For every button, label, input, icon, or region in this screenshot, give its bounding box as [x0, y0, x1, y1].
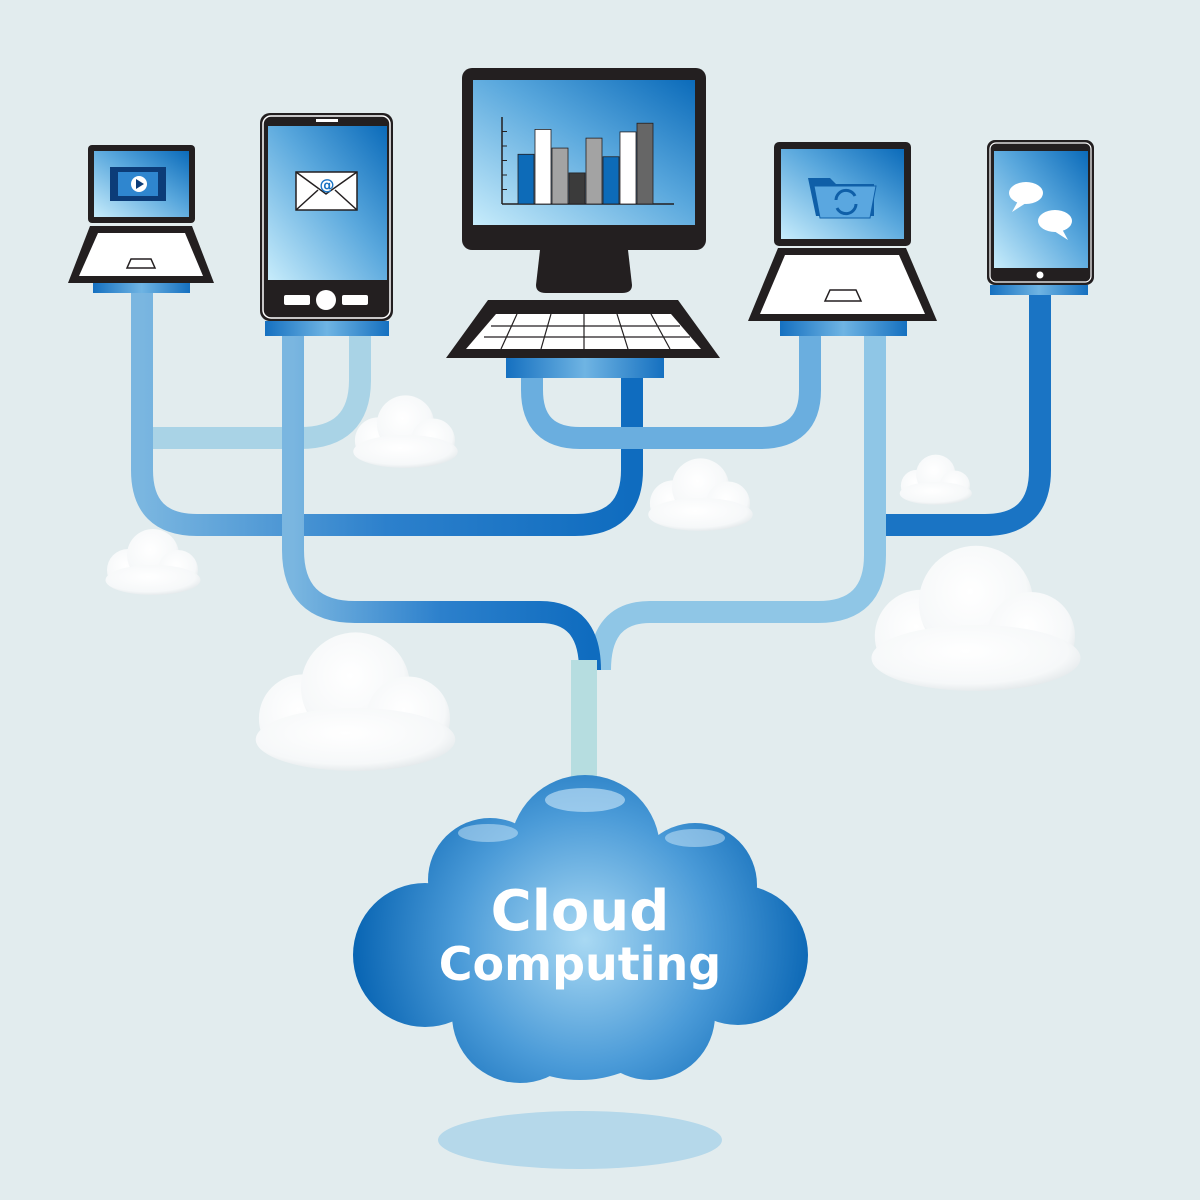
chart-bar: [602, 156, 620, 205]
large-cloud-icon: [255, 632, 456, 771]
small-cloud-icon: [648, 458, 753, 531]
decorative-clouds: [105, 395, 1081, 771]
main-cloud-icon: [353, 775, 808, 1083]
tablet: [987, 140, 1094, 295]
chart-bar: [568, 172, 586, 205]
cloud-title-line1: Cloud: [491, 879, 670, 944]
email-envelope-icon: @: [295, 171, 358, 211]
bar-chart-icon: [501, 117, 674, 205]
laptop-left: [68, 145, 214, 293]
pipe-monitor-left: [521, 336, 821, 449]
chart-bar: [534, 129, 552, 205]
chart-bar: [517, 153, 535, 205]
cloud-shadow: [438, 1111, 722, 1169]
small-cloud-icon: [353, 395, 458, 468]
chart-bar: [551, 147, 569, 205]
small-cloud-icon: [899, 454, 972, 505]
chart-bar: [636, 122, 654, 205]
pipe-laptop-left: [131, 293, 643, 536]
chat-bubbles-icon: [1009, 182, 1072, 240]
video-play-icon: [110, 167, 166, 201]
small-cloud-icon: [105, 529, 201, 595]
pipe-phone-left: [282, 336, 601, 671]
pipe-phone-right: [142, 336, 371, 449]
laptop-right: [748, 142, 937, 336]
email-at-symbol: @: [320, 176, 335, 194]
large-cloud-icon: [871, 545, 1081, 691]
network-pipes: [131, 293, 1051, 790]
chart-bar: [619, 131, 637, 205]
smartphone: @: [260, 113, 393, 336]
pipe-laptop-right: [589, 336, 886, 671]
desktop-monitor: [446, 68, 720, 378]
pipe-tablet: [875, 295, 1051, 536]
folder-sync-icon: [808, 178, 877, 219]
chart-bar: [585, 137, 603, 205]
cloud-title-line2: Computing: [439, 937, 721, 991]
